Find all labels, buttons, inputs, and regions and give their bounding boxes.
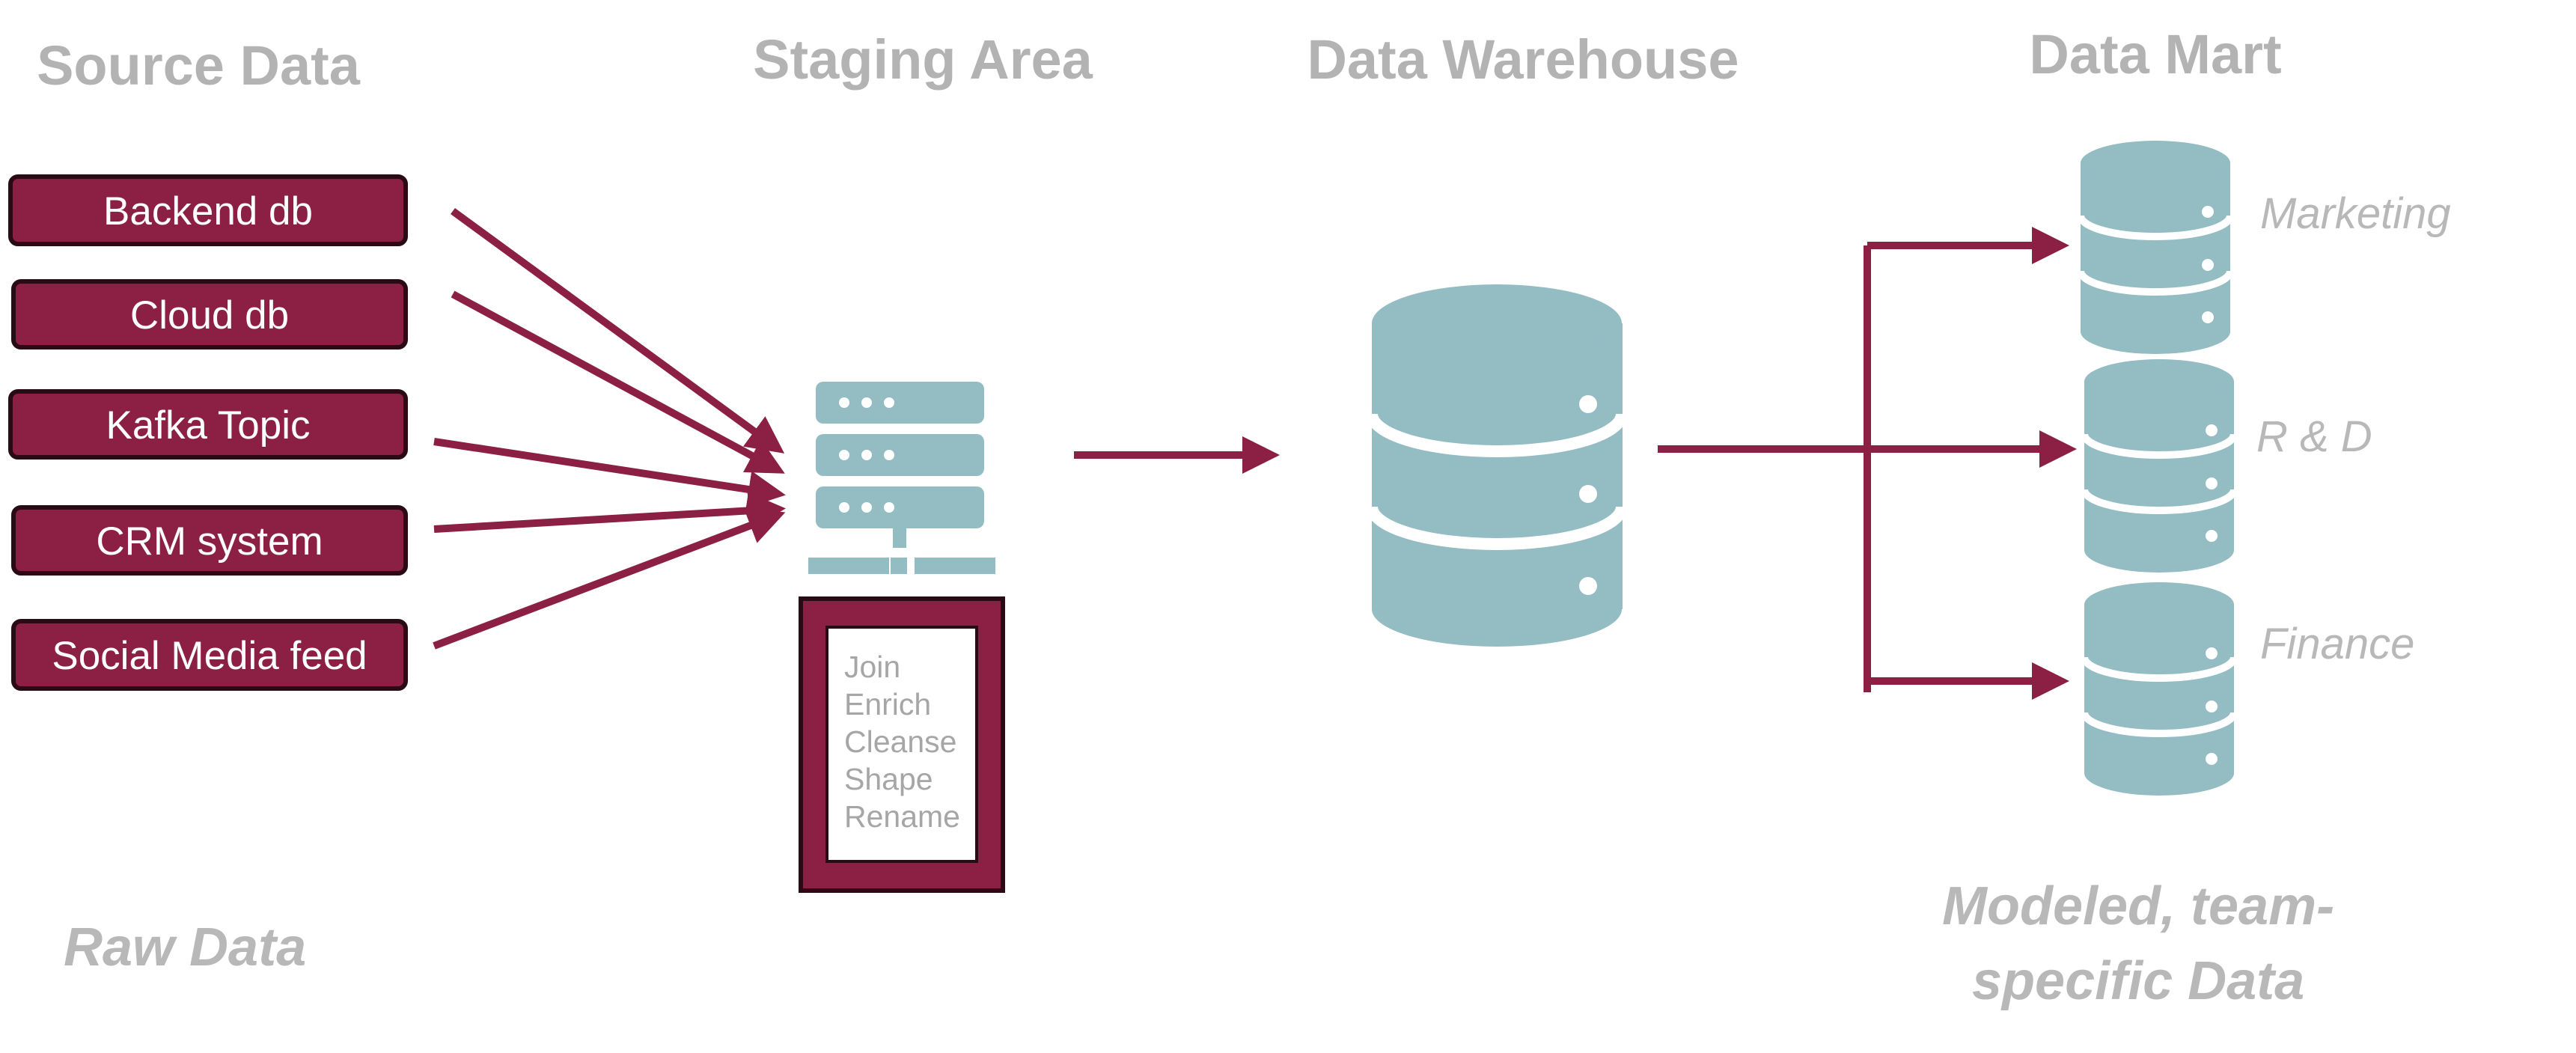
column-title-mart: Data Mart <box>2029 23 2281 85</box>
mart-label-finance: Finance <box>2260 620 2414 668</box>
source-label: CRM system <box>96 519 323 564</box>
mart-label-rnd: R & D <box>2256 412 2372 461</box>
mart-label-marketing: Marketing <box>2260 189 2451 238</box>
source-label: Kafka Topic <box>106 403 310 448</box>
arrow-kafka-topic <box>433 438 786 508</box>
source-box-cloud-db: Cloud db <box>11 279 408 350</box>
source-label: Social Media feed <box>52 634 367 678</box>
staging-steps-box: Join Enrich Cleanse Shape Rename <box>799 596 1005 893</box>
distribution-arrows <box>1658 227 2077 700</box>
arrow-backend-db <box>451 207 785 454</box>
database-icon <box>2081 582 2238 796</box>
arrow-crm-system <box>433 492 786 533</box>
source-label: Cloud db <box>130 293 289 338</box>
column-title-staging: Staging Area <box>753 28 1093 91</box>
staging-step: Join <box>844 650 900 684</box>
source-arrows <box>433 207 786 650</box>
arrow-cloud-db <box>451 290 785 474</box>
column-title-warehouse: Data Warehouse <box>1307 28 1739 91</box>
note-raw-data: Raw Data <box>64 918 306 977</box>
note-modeled-line2: specific Data <box>1972 951 2304 1011</box>
database-icon <box>2077 141 2234 354</box>
arrow-social-media-feed <box>433 507 786 650</box>
source-label: Backend db <box>103 189 313 234</box>
database-icon <box>2081 359 2238 573</box>
source-box-social-media-feed: Social Media feed <box>11 619 408 691</box>
source-box-backend-db: Backend db <box>8 174 408 246</box>
note-modeled-line1: Modeled, team- <box>1942 876 2334 936</box>
server-icon <box>808 382 995 574</box>
staging-step: Rename <box>844 799 960 834</box>
column-title-source: Source Data <box>37 34 361 97</box>
staging-step: Cleanse <box>844 724 956 759</box>
staging-step: Shape <box>844 762 933 796</box>
source-box-kafka-topic: Kafka Topic <box>8 389 408 460</box>
database-icon <box>1366 284 1628 647</box>
source-box-crm-system: CRM system <box>11 505 408 576</box>
staging-step: Enrich <box>844 687 931 721</box>
